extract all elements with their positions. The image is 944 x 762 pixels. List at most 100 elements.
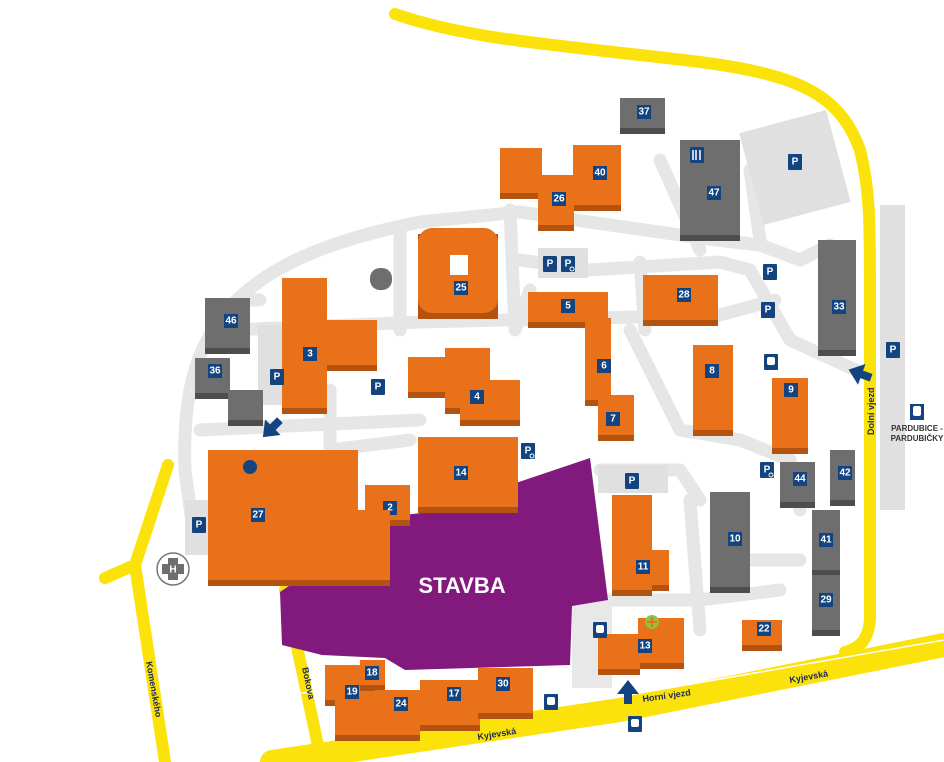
parking-icon[interactable]: P	[371, 379, 385, 395]
svg-text:P: P	[565, 259, 572, 270]
building-badge	[784, 383, 798, 397]
building-number: 27	[252, 510, 264, 521]
construction-label: STAVBA	[418, 573, 505, 598]
building-badge	[677, 288, 691, 302]
building-badge	[705, 364, 719, 378]
train-icon[interactable]	[910, 404, 924, 420]
building-number: 11	[638, 562, 649, 573]
building-46[interactable]: 46	[205, 298, 250, 354]
building-badge	[636, 560, 650, 574]
svg-text:P: P	[375, 382, 382, 393]
building-36[interactable]: 36	[195, 358, 263, 426]
building-28[interactable]: 28	[643, 275, 718, 326]
street-komenskeho: Komenského	[144, 661, 164, 719]
building-7[interactable]: 7	[598, 395, 634, 441]
building-number: 36	[209, 366, 221, 377]
building-number: 33	[833, 302, 845, 313]
bus-icon[interactable]	[628, 716, 642, 732]
parking-icon[interactable]: P	[763, 264, 777, 280]
parking-icon[interactable]: P	[788, 154, 802, 170]
building-14[interactable]: 14	[418, 437, 518, 513]
building-number: 25	[455, 283, 467, 294]
building-30[interactable]: 30	[478, 668, 533, 719]
building-number: 24	[395, 699, 407, 710]
parking-icon[interactable]: P	[270, 369, 284, 385]
building-number: 9	[788, 385, 794, 396]
pharmacy-icon[interactable]	[645, 615, 659, 629]
svg-text:P: P	[274, 372, 281, 383]
building-number: 22	[758, 624, 770, 635]
building-47[interactable]: 47	[680, 140, 740, 241]
building-badge	[597, 359, 611, 373]
building-badge	[593, 166, 607, 180]
svg-text:P: P	[525, 446, 532, 457]
building-22[interactable]: 22	[742, 620, 782, 651]
bus-icon[interactable]	[593, 622, 607, 638]
building-number: 3	[307, 349, 313, 360]
building-badge	[345, 685, 359, 699]
building-number: 26	[553, 194, 565, 205]
building-number: 30	[497, 679, 509, 690]
building-4[interactable]: 4	[408, 348, 520, 426]
building-41[interactable]: 41	[812, 510, 840, 576]
building-number: 17	[448, 689, 460, 700]
building-badge	[454, 281, 468, 295]
building-33[interactable]: 33	[818, 240, 856, 356]
building-badge	[819, 533, 833, 547]
building-24[interactable]: 24	[375, 690, 420, 741]
parking-icon[interactable]: P	[625, 473, 639, 489]
building-6[interactable]: 6	[585, 318, 611, 406]
building-8[interactable]: 8	[693, 345, 733, 436]
building-badge	[251, 508, 265, 522]
parking-icon[interactable]: P	[761, 302, 775, 318]
hospital-icon[interactable]: H	[156, 552, 190, 586]
building-11[interactable]: 11	[612, 495, 669, 596]
building-number: 13	[639, 641, 651, 652]
building-number: 37	[638, 107, 650, 118]
accessible-parking-icon[interactable]: P	[760, 462, 774, 478]
building-13[interactable]: 13	[598, 618, 684, 675]
building-number: 5	[565, 301, 571, 312]
building-badge	[470, 390, 484, 404]
building-badge	[838, 466, 852, 480]
accessible-parking-icon[interactable]: P	[521, 443, 535, 459]
building-29[interactable]: 29	[812, 575, 840, 636]
building-3[interactable]: 3	[282, 278, 377, 414]
building-17[interactable]: 17	[420, 680, 480, 731]
building-number: 19	[346, 687, 358, 698]
svg-text:P: P	[547, 259, 554, 270]
building-25[interactable]: 25	[418, 228, 498, 319]
accessible-parking-icon[interactable]: P	[561, 256, 575, 272]
restaurant-icon[interactable]	[690, 147, 704, 163]
entrance-arrow-icon	[848, 364, 873, 385]
building-badge	[303, 347, 317, 361]
building-18[interactable]: 18	[360, 660, 385, 691]
building-number: 7	[610, 414, 616, 425]
construction-area	[280, 458, 608, 670]
svg-text:P: P	[890, 345, 897, 356]
building-number: 18	[366, 668, 378, 679]
building-10[interactable]: 10	[710, 492, 750, 593]
building-number: 29	[820, 595, 832, 606]
svg-text:P: P	[629, 476, 636, 487]
bus-icon[interactable]	[544, 694, 558, 710]
building-40[interactable]: 40	[573, 145, 621, 211]
building-26[interactable]: 26	[500, 148, 574, 231]
building-42[interactable]: 42	[830, 450, 855, 506]
svg-text:P: P	[767, 267, 774, 278]
bus-icon[interactable]	[764, 354, 778, 370]
building-number: 2	[387, 503, 393, 514]
svg-text:H: H	[169, 565, 176, 576]
building-44[interactable]: 44	[780, 462, 815, 508]
building-37[interactable]: 37	[620, 98, 665, 134]
building-number: 28	[678, 290, 690, 301]
building-27[interactable]: 27	[208, 450, 390, 586]
building-number: 47	[708, 188, 720, 199]
parking-icon[interactable]: P	[886, 342, 900, 358]
building-badge	[707, 186, 721, 200]
parking-icon[interactable]: P	[192, 517, 206, 533]
building-number: 46	[225, 316, 237, 327]
building-number: 41	[820, 535, 832, 546]
parking-icon[interactable]: P	[543, 256, 557, 272]
building-9[interactable]: 9	[772, 378, 808, 454]
